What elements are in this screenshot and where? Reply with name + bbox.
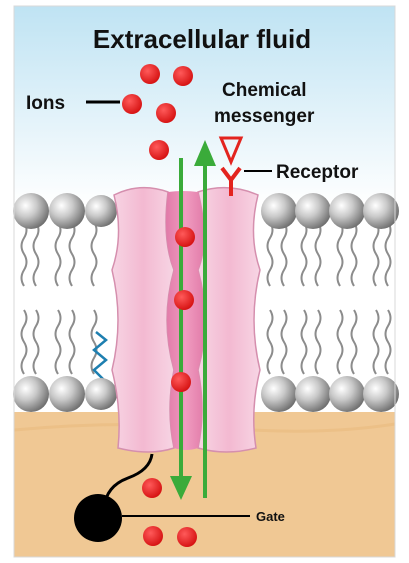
ion: [149, 140, 169, 160]
ion: [174, 290, 194, 310]
ion: [171, 372, 191, 392]
ion: [175, 227, 195, 247]
ion: [173, 66, 193, 86]
receptor-label: Receptor: [276, 162, 359, 183]
ion: [177, 527, 197, 547]
ion: [122, 94, 142, 114]
ion: [143, 526, 163, 546]
ion: [140, 64, 160, 84]
ion: [156, 103, 176, 123]
chemical-messenger-label-line2: messenger: [214, 106, 315, 127]
diagram-title: Extracellular fluid: [93, 24, 311, 54]
ions-label: Ions: [26, 93, 65, 114]
gate-ball: [74, 494, 122, 542]
ion: [142, 478, 162, 498]
chemical-messenger-label-line1: Chemical: [222, 80, 306, 101]
gate-label: Gate: [256, 509, 285, 524]
